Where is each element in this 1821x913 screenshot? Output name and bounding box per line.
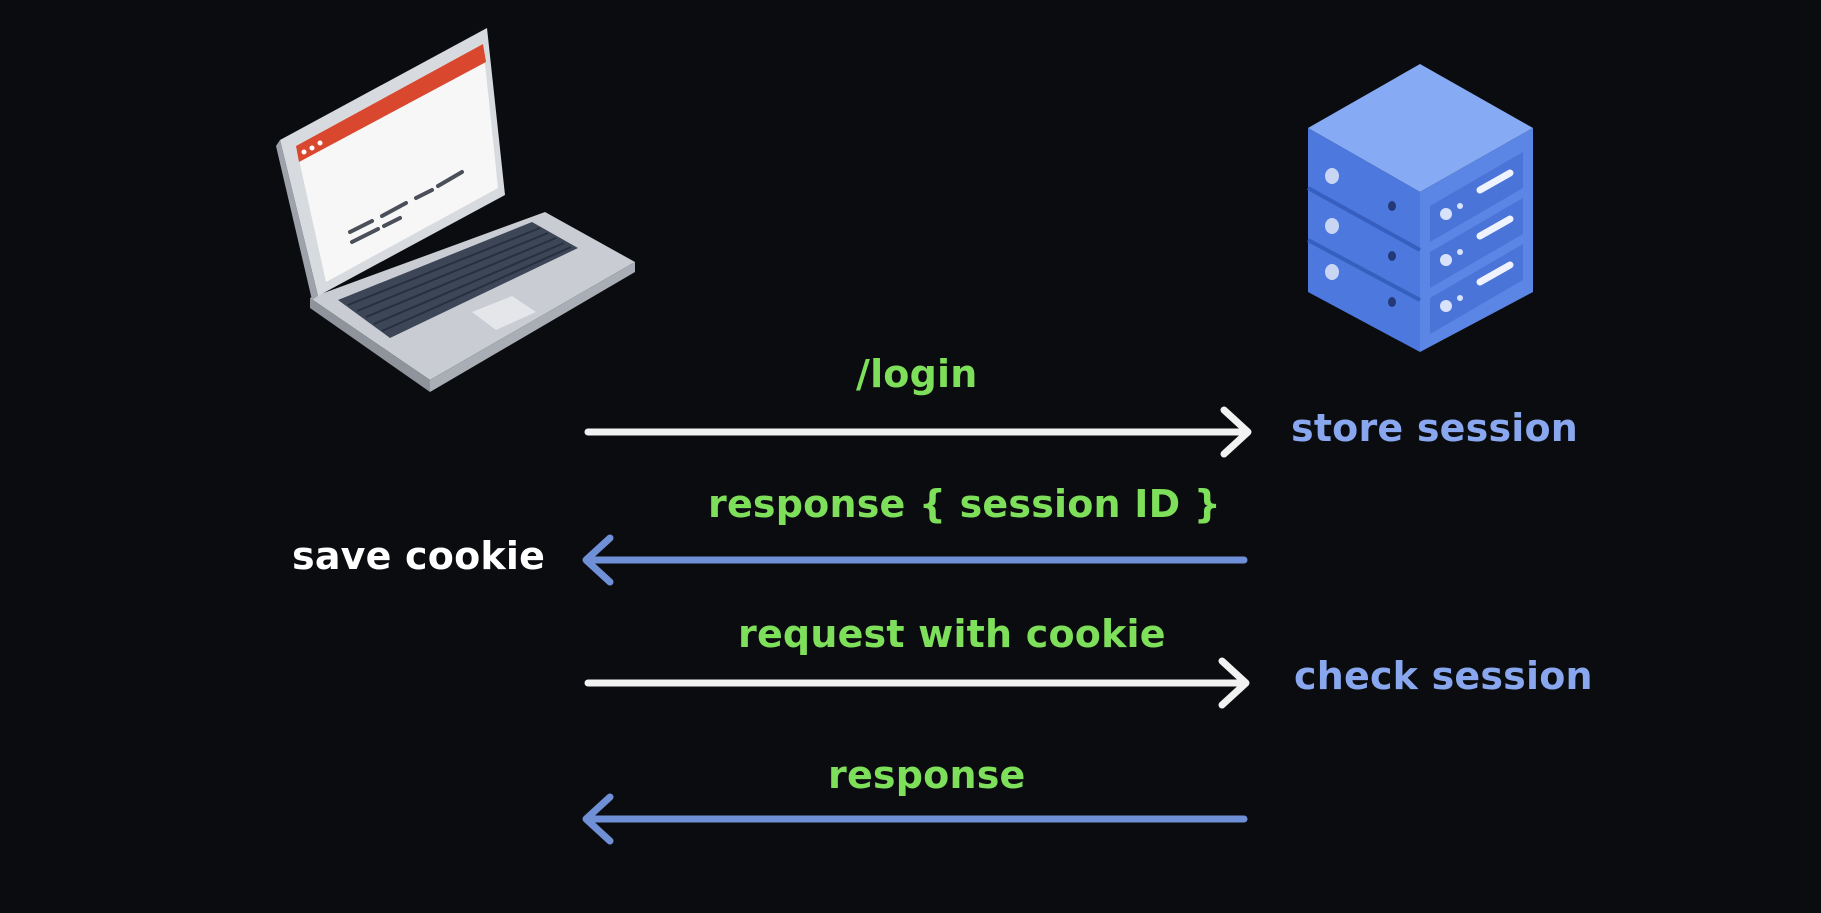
client-action-save-cookie: save cookie: [292, 534, 546, 578]
message-label-login: /login: [856, 352, 978, 396]
server-action-store-session: store session: [1291, 406, 1579, 450]
arrow-session-response: [582, 534, 1248, 586]
message-label-session-response: response { session ID }: [708, 482, 1221, 526]
arrow-cookie-request: [584, 657, 1250, 709]
server-rack-icon: [1307, 64, 1533, 352]
server-action-check-session: check session: [1294, 654, 1593, 698]
arrow-final-response: [582, 793, 1248, 845]
message-label-response: response: [828, 753, 1026, 797]
message-label-cookie-request: request with cookie: [738, 612, 1166, 656]
laptop-icon: [276, 28, 635, 392]
arrow-login-request: [584, 406, 1252, 458]
